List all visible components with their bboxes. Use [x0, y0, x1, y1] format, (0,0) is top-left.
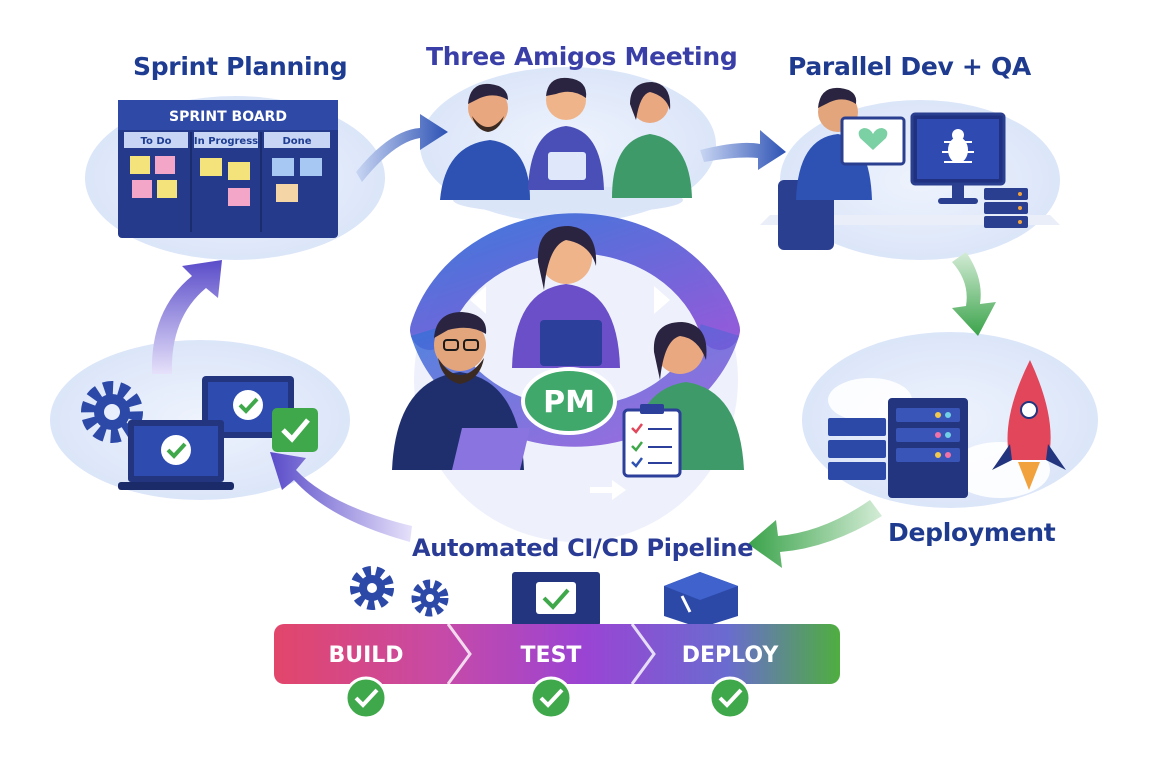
cycle-arrow-right — [654, 286, 670, 314]
test-check-icon — [529, 676, 573, 720]
flow-arrows — [151, 114, 996, 568]
pm-badge-label: PM — [543, 385, 595, 420]
column-header-done — [264, 132, 330, 148]
monitor-bug — [910, 112, 1006, 204]
label-cicd-pipeline: Automated CI/CD Pipeline — [412, 534, 754, 562]
test-monitor-icon — [512, 572, 600, 626]
pm-person — [512, 226, 620, 368]
cicd-pipeline: BUILD TEST DEPLOY — [274, 566, 840, 720]
qa-person — [622, 322, 744, 478]
gears-icon — [350, 566, 449, 617]
person-right — [612, 82, 692, 198]
check-icon — [238, 397, 259, 414]
monitor-heart — [840, 116, 906, 166]
column-label-todo: To Do — [140, 136, 171, 147]
build-check-icon — [344, 676, 388, 720]
monitor-back — [202, 376, 294, 438]
laptop-icon — [452, 428, 530, 470]
column-header-inprogress — [194, 132, 258, 148]
sprint-board-columns: To Do In Progress Done — [124, 132, 330, 232]
person-left — [440, 83, 530, 200]
sticky-notes — [130, 156, 322, 206]
arrow-amigos-to-dev — [700, 130, 786, 170]
sprint-board-header — [118, 100, 338, 130]
cycle-arrow-bottom — [612, 480, 626, 500]
person-center — [528, 77, 604, 190]
column-label-done: Done — [282, 136, 311, 147]
bug-icon — [948, 137, 968, 163]
gear-icon — [81, 381, 143, 443]
column-header-todo — [124, 132, 188, 148]
parallel-dev-qa-panel — [760, 87, 1060, 260]
laptop-front — [118, 420, 234, 490]
three-amigos-panel — [420, 67, 716, 223]
heart-icon — [858, 128, 888, 150]
label-sprint-planning: Sprint Planning — [133, 52, 348, 81]
developer-person — [392, 312, 530, 470]
pipeline-step-deploy: DEPLOY — [682, 643, 780, 668]
rocket-icon — [992, 360, 1066, 490]
arrow-deploy-to-cicd — [748, 500, 882, 568]
arrow-sprint-to-amigos — [356, 114, 448, 182]
sprint-board-title: SPRINT BOARD — [169, 109, 287, 125]
pipeline-step-test: TEST — [521, 643, 582, 668]
pm-badge: PM — [521, 367, 617, 435]
arrow-dev-to-deploy — [952, 252, 996, 336]
center-cycle: PM — [392, 213, 744, 542]
label-parallel-dev-qa: Parallel Dev + QA — [788, 52, 1031, 81]
cycle-arrow-left — [470, 286, 486, 314]
check-badge-icon — [272, 408, 318, 452]
pipeline-bar — [274, 624, 840, 684]
server-stack-small — [984, 188, 1028, 228]
automation-panel — [50, 340, 350, 500]
deployment-panel — [802, 332, 1098, 508]
pipeline-step-build: BUILD — [328, 643, 403, 668]
label-deployment: Deployment — [888, 518, 1056, 547]
tablet-icon — [540, 320, 602, 366]
check-icon — [166, 442, 187, 459]
label-three-amigos: Three Amigos Meeting — [426, 42, 738, 71]
deploy-check-icon — [708, 676, 752, 720]
column-label-inprogress: In Progress — [194, 136, 258, 147]
arrow-automation-to-sprint — [151, 260, 222, 374]
arrow-cicd-to-automation — [270, 452, 412, 542]
clipboard-icon — [622, 404, 682, 478]
server-rack — [828, 398, 968, 498]
tablet-icon — [548, 152, 586, 180]
sprint-planning-panel: SPRINT BOARD To Do In Progress Done — [85, 96, 385, 260]
package-box-icon — [664, 572, 738, 628]
